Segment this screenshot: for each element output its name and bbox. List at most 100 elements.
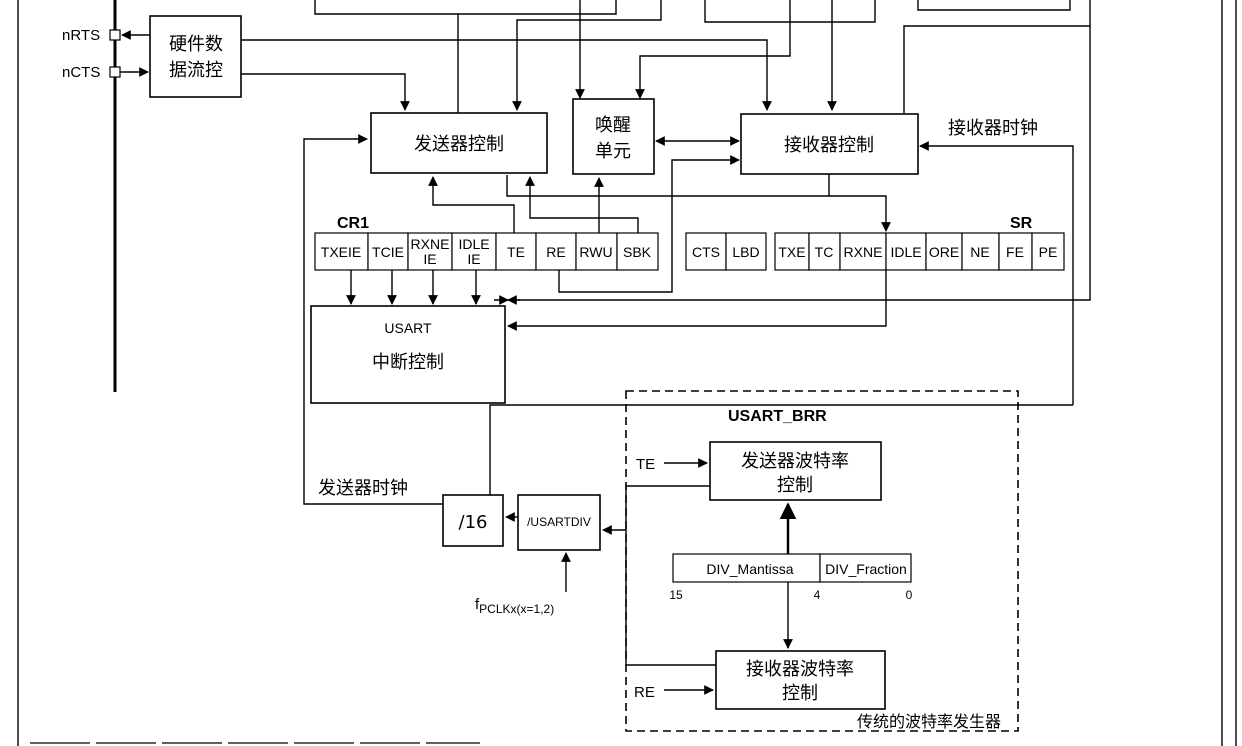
tx-control-label: 发送器控制 <box>414 134 504 155</box>
cr1-register: TXEIE TCIE RXNE IE IDLE IE TE RE RWU SBK <box>314 232 659 271</box>
sr-bit-tc <box>808 232 841 271</box>
tx-baud-line1: 发送器波特率 <box>741 451 849 472</box>
sr-ne-text: NE <box>970 244 989 260</box>
rx-baud-line1: 接收器波特率 <box>746 659 854 680</box>
wakeup-line1: 唤醒 <box>595 115 631 136</box>
baud-feedback-wire <box>625 485 716 666</box>
sr-pe-text: PE <box>1039 244 1058 260</box>
cr1-bit-te <box>495 232 537 271</box>
tx-baud-te-label: TE <box>636 456 655 473</box>
nrts-pin <box>109 29 121 41</box>
brr-mantissa-field <box>672 553 821 583</box>
cr1-bit-rwu <box>575 232 618 271</box>
cr1-title: CR1 <box>337 215 369 232</box>
sr-tc-text: TC <box>815 244 834 260</box>
flow-to-tx-wire <box>241 73 410 111</box>
sr-ore-text: ORE <box>929 244 959 260</box>
brr-bit-4: 4 <box>814 588 821 602</box>
tx-clock-label: 发送器时钟 <box>318 478 408 499</box>
sr-bit-ne <box>961 232 1000 271</box>
sr-fe-text: FE <box>1006 244 1024 260</box>
flow-to-rx-wire <box>241 39 772 111</box>
flow-control-line2: 据流控 <box>169 60 223 81</box>
top-right-bridge <box>917 0 1071 11</box>
sr-to-irq-wire <box>507 263 887 331</box>
fpclk-sub: PCLKx(x=1,2) <box>479 602 554 616</box>
brr-fraction-text: DIV_Fraction <box>825 561 907 577</box>
div16-block <box>442 494 504 547</box>
cr1-bit-rxneie <box>407 232 453 271</box>
sr-bit-pe <box>1031 232 1065 271</box>
ncts-pin <box>109 66 121 78</box>
sr-lbd-text: LBD <box>732 244 759 260</box>
cr1-idleie-text-1: IDLE <box>458 236 489 252</box>
sr-bit-cts <box>685 232 727 271</box>
brr-bit-0: 0 <box>906 588 913 602</box>
interrupt-title: USART <box>384 320 432 336</box>
cr1-rxneie-text-2: IE <box>423 251 436 267</box>
flow-control-line1: 硬件数 <box>169 34 223 55</box>
sr-title: SR <box>1010 215 1033 232</box>
sr-register: CTS LBD TXE TC RXNE IDLE ORE NE FE PE <box>685 232 1065 271</box>
cr1-txeie-text: TXEIE <box>321 244 361 260</box>
top-to-wakeup-wire-2 <box>635 0 791 99</box>
cr1-bit-idleie <box>451 232 497 271</box>
cr1-bit-re <box>535 232 577 271</box>
fpclk-main: f <box>475 596 480 613</box>
cr1-bit-sbk <box>616 232 659 271</box>
cr1-rwu-text: RWU <box>579 244 612 260</box>
wakeup-unit-block <box>572 98 655 175</box>
rx-baud-control-block <box>715 650 886 710</box>
rx-to-tx-wire <box>506 174 830 197</box>
rx-clock-label: 接收器时钟 <box>948 118 1038 139</box>
usartdiv-block <box>517 494 601 551</box>
cr1-re-text: RE <box>546 244 565 260</box>
div16-to-rx-clock-wire <box>489 404 1073 495</box>
sbk-to-tx-wire <box>525 176 639 233</box>
cr1-tcie-text: TCIE <box>372 244 404 260</box>
baud-generator-label: 传统的波特率发生器 <box>857 712 1001 731</box>
brr-title: USART_BRR <box>728 408 827 425</box>
sr-cts-text: CTS <box>692 244 720 260</box>
rx-control-label: 接收器控制 <box>784 135 874 156</box>
tx-baud-line2: 控制 <box>777 475 813 496</box>
cr1-te-text: TE <box>507 244 525 260</box>
tx-baud-control-block <box>709 441 882 501</box>
cr1-idleie-text-2: IE <box>467 251 480 267</box>
brr-fraction-field <box>819 553 912 583</box>
nrts-label: nRTS <box>62 27 100 44</box>
top-to-tx-wire <box>512 0 662 111</box>
fpclk-label: fPCLKx(x=1,2) <box>475 596 554 616</box>
sr-bit-txe <box>774 232 810 271</box>
div16-label: /16 <box>459 512 488 533</box>
flow-control-block <box>149 15 242 98</box>
tx-top-wire <box>314 0 459 113</box>
sr-txe-text: TXE <box>778 244 805 260</box>
sr-bit-idle <box>885 232 927 271</box>
rx-clock-wire <box>919 141 1074 405</box>
cr1-bit-tcie <box>367 232 409 271</box>
brr-mantissa-text: DIV_Mantissa <box>706 561 793 577</box>
brr-bit-15: 15 <box>669 588 683 602</box>
re-to-rx-wire <box>558 155 740 293</box>
wakeup-line2: 单元 <box>595 141 631 162</box>
sr-bit-ore <box>925 232 963 271</box>
interrupt-control-label: 中断控制 <box>372 352 444 373</box>
rx-baud-re-label: RE <box>634 684 655 701</box>
sr-idle-text: IDLE <box>890 244 921 260</box>
rx-to-sr-rxne-wire <box>829 195 891 232</box>
sr-bit-fe <box>998 232 1033 271</box>
top-link-wire <box>458 0 617 15</box>
cr1-sbk-text: SBK <box>623 244 652 260</box>
sr-rxne-text: RXNE <box>844 244 883 260</box>
interrupt-control-block <box>310 305 506 404</box>
cr1-rxneie-text-1: RXNE <box>411 236 450 252</box>
ncts-label: nCTS <box>62 64 100 81</box>
rx-baud-line2: 控制 <box>782 683 818 704</box>
sr-bit-lbd <box>725 232 767 271</box>
tx-control-block <box>370 112 548 174</box>
usartdiv-label: /USARTDIV <box>527 515 591 529</box>
te-to-tx-wire <box>428 176 515 233</box>
cr1-bit-txeie <box>314 232 369 271</box>
